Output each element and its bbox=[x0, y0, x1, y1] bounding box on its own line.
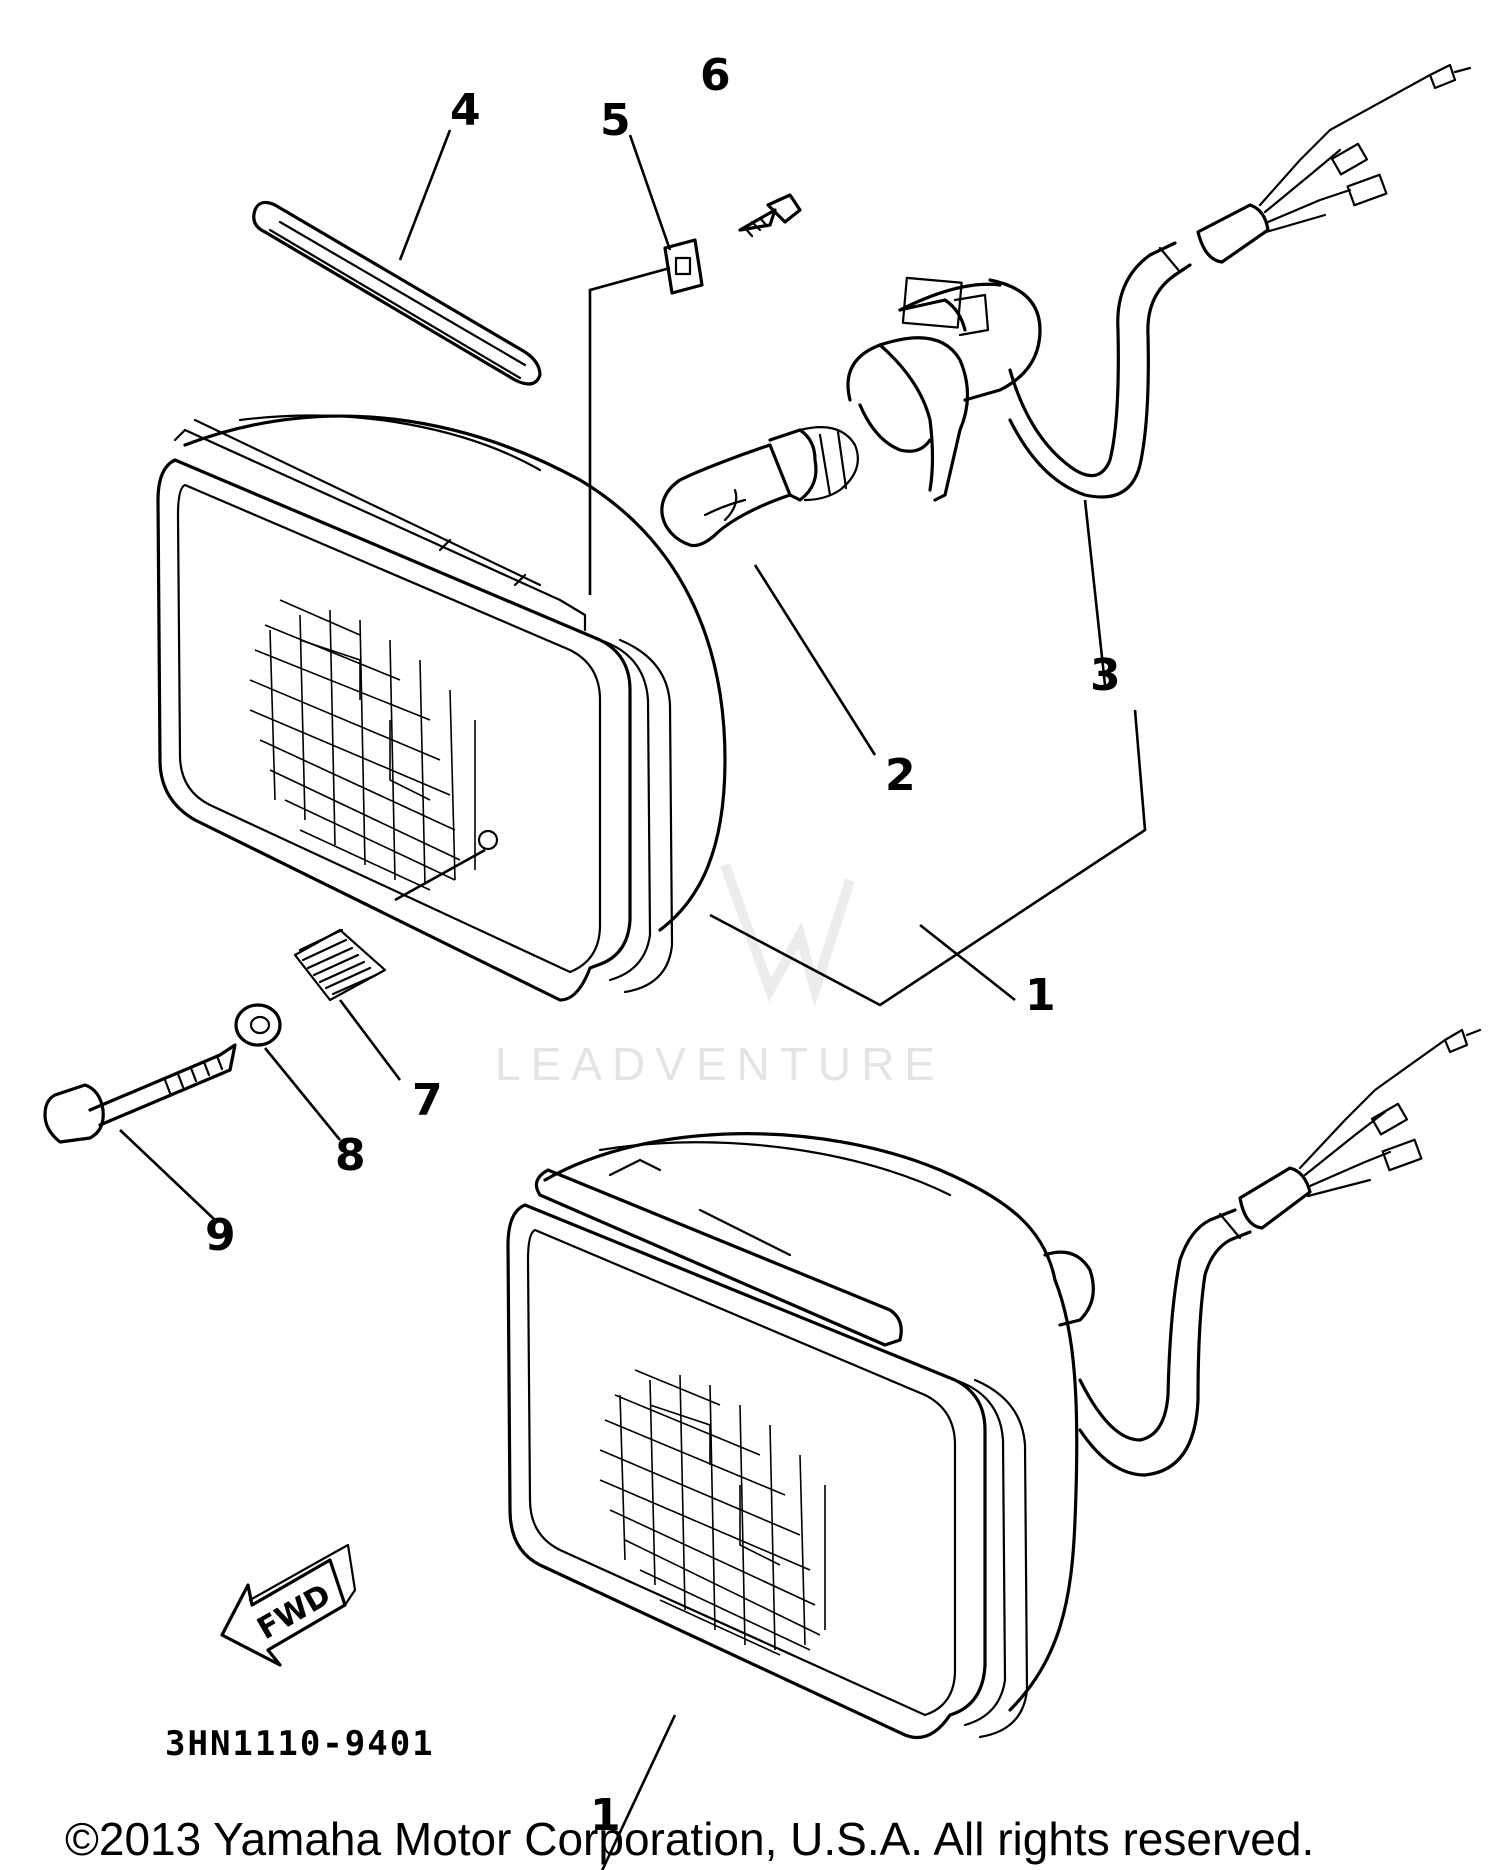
screw-6 bbox=[738, 193, 802, 238]
callout-5: 5 bbox=[600, 95, 631, 146]
callout-4: 4 bbox=[450, 85, 481, 136]
fwd-arrow-icon: FWD bbox=[220, 1543, 357, 1667]
bulb-socket bbox=[846, 276, 1042, 502]
wire-harness-upper bbox=[1008, 63, 1472, 499]
watermark: LEADVENTURE bbox=[495, 863, 945, 1090]
callout-9: 9 bbox=[205, 1210, 236, 1261]
callout-1-lower: 1 bbox=[590, 1790, 621, 1841]
washer bbox=[234, 1003, 282, 1047]
headlight-lower bbox=[506, 1132, 1095, 1740]
copyright: ©2013 Yamaha Motor Corporation, U.S.A. A… bbox=[65, 1813, 1314, 1865]
bulb bbox=[660, 426, 859, 548]
wire-harness-lower bbox=[1078, 1028, 1482, 1477]
part-number: 3HN1110-9401 bbox=[165, 1724, 435, 1764]
headlight-upper bbox=[156, 414, 727, 1002]
leader-lines bbox=[119, 129, 1147, 1870]
adjust-spring bbox=[293, 928, 387, 1002]
rim-strip bbox=[252, 200, 542, 386]
lens-mesh-upper bbox=[249, 599, 499, 891]
callouts: 4 5 6 2 3 1 7 8 9 1 bbox=[205, 50, 1121, 1841]
watermark-text: LEADVENTURE bbox=[495, 1038, 945, 1090]
callout-1: 1 bbox=[1025, 970, 1056, 1021]
callout-3: 3 bbox=[1090, 650, 1121, 701]
callout-7: 7 bbox=[412, 1075, 443, 1126]
clip-nut bbox=[663, 238, 704, 295]
callout-6: 6 bbox=[700, 50, 731, 101]
lens-mesh-lower bbox=[599, 1369, 826, 1656]
callout-2: 2 bbox=[885, 750, 916, 801]
adjust-screw bbox=[43, 1043, 237, 1144]
callout-8: 8 bbox=[335, 1130, 366, 1181]
